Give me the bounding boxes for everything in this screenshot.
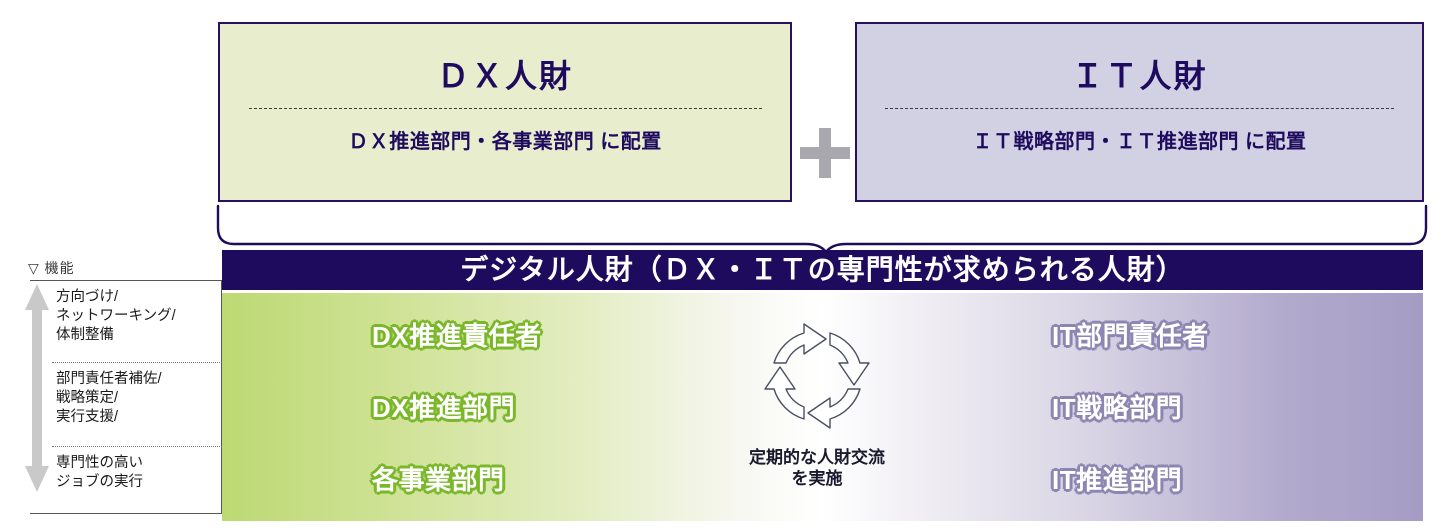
it-role-column: IT部門責任者 IT戦略部門 IT推進部門 bbox=[1052, 293, 1392, 521]
function-line: 戦略策定/ bbox=[56, 390, 119, 407]
dx-role-column: DX推進責任者 DX推進部門 各事業部門 bbox=[372, 293, 712, 521]
role-item: DX推進部門 bbox=[372, 393, 516, 423]
function-line: 部門責任者補佐/ bbox=[56, 371, 162, 387]
function-row-separator bbox=[52, 362, 222, 363]
main-title-bar: デジタル人財（ＤＸ・ＩＴの専門性が求められる人財） bbox=[222, 250, 1423, 290]
function-line: 体制整備 bbox=[56, 327, 114, 344]
sidebar-right-divider bbox=[221, 280, 222, 514]
plus-icon bbox=[800, 128, 850, 178]
it-box-divider bbox=[885, 108, 1394, 109]
talent-matrix-panel: DX推進責任者 DX推進部門 各事業部門 定期的な人財交流 を実施 IT部門責任… bbox=[222, 293, 1423, 521]
role-item: DX推進責任者 bbox=[372, 321, 542, 351]
role-item: IT推進部門 bbox=[1052, 465, 1183, 495]
dx-box-title: ＤＸ人財 bbox=[436, 58, 573, 94]
function-row-separator bbox=[52, 446, 222, 447]
it-box-subtitle: ＩＴ戦略部門・ＩＴ推進部門 に配置 bbox=[972, 131, 1307, 153]
dx-talent-box: ＤＸ人財 ＤＸ推進部門・各事業部門 に配置 bbox=[218, 22, 792, 202]
function-line: 方向づけ/ bbox=[56, 289, 119, 305]
brace-connector bbox=[216, 204, 1428, 254]
function-line: ジョブの実行 bbox=[56, 474, 143, 491]
cycle-caption-line: を実施 bbox=[791, 469, 843, 489]
cycle-caption-line: 定期的な人財交流 bbox=[749, 448, 885, 467]
role-item: IT部門責任者 bbox=[1052, 321, 1209, 351]
sidebar-top-divider bbox=[30, 280, 222, 281]
role-item: IT戦略部門 bbox=[1052, 393, 1183, 423]
function-line: 専門性の高い bbox=[56, 455, 143, 471]
talent-exchange-cycle: 定期的な人財交流 を実施 bbox=[717, 311, 917, 511]
sidebar-bottom-divider bbox=[30, 513, 222, 514]
function-row: 部門責任者補佐/ 戦略策定/ 実行支援/ bbox=[56, 370, 222, 427]
cycle-caption: 定期的な人財交流 を実施 bbox=[749, 447, 885, 490]
role-item: 各事業部門 bbox=[372, 465, 505, 495]
function-line: 実行支援/ bbox=[56, 409, 119, 426]
double-arrow-icon bbox=[25, 284, 49, 492]
dx-box-divider bbox=[248, 108, 762, 109]
function-line: ネットワーキング/ bbox=[56, 308, 176, 325]
function-row: 専門性の高い ジョブの実行 bbox=[56, 454, 222, 492]
main-title-text: デジタル人財（ＤＸ・ＩＴの専門性が求められる人財） bbox=[460, 254, 1185, 285]
function-axis-label: ▽ 機能 bbox=[28, 260, 75, 276]
circular-arrows-icon bbox=[764, 323, 870, 429]
dx-box-subtitle: ＤＸ推進部門・各事業部門 に配置 bbox=[348, 131, 662, 153]
function-row: 方向づけ/ ネットワーキング/ 体制整備 bbox=[56, 288, 222, 345]
it-box-title: ＩＴ人財 bbox=[1071, 58, 1208, 94]
it-talent-box: ＩＴ人財 ＩＴ戦略部門・ＩＴ推進部門 に配置 bbox=[855, 22, 1424, 202]
function-axis-sidebar: ▽ 機能 方向づけ/ ネットワーキング/ 体制整備 部門責任者補佐/ 戦略策定/… bbox=[0, 258, 222, 520]
